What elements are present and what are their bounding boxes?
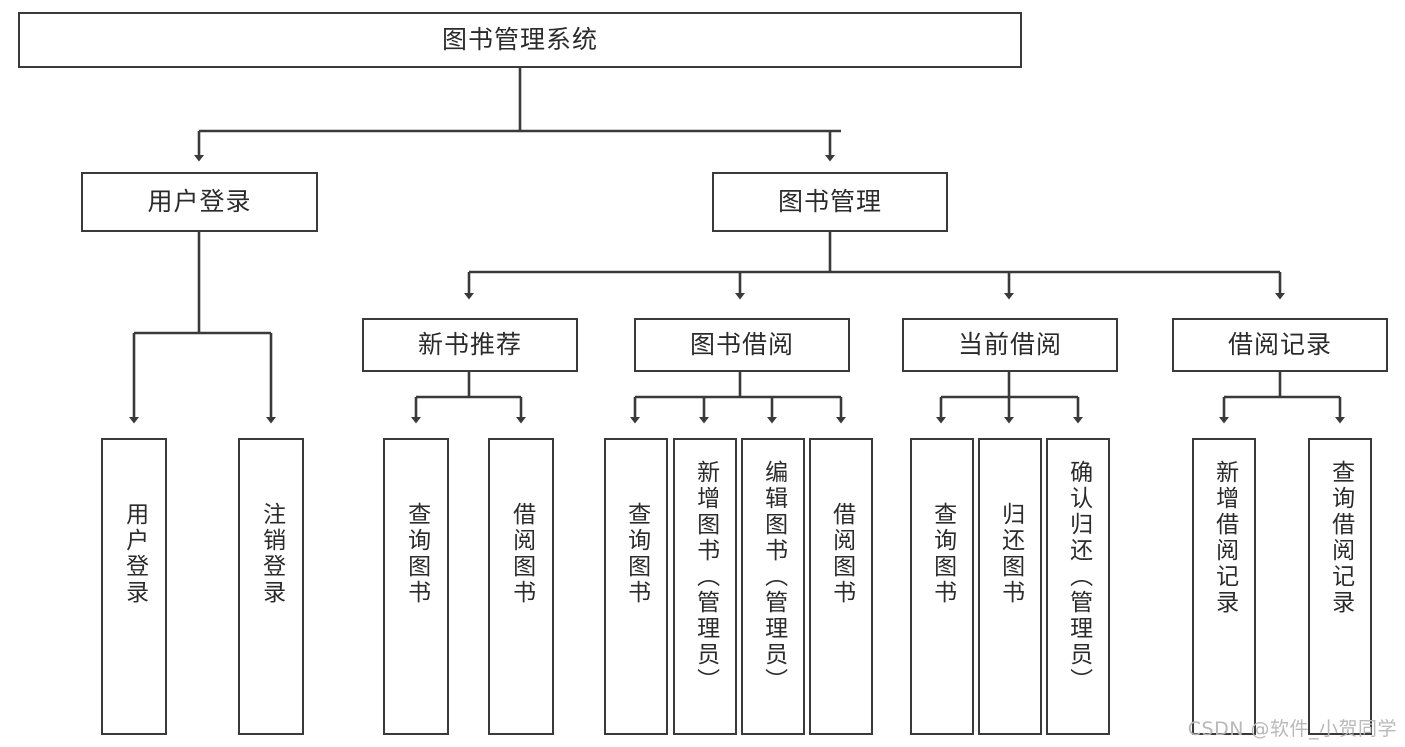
- node-label: 图书借阅: [689, 330, 794, 360]
- node-book-management[interactable]: 图书管理: [712, 172, 948, 232]
- leaf-return-book[interactable]: 归还图书: [978, 438, 1042, 735]
- node-label: 图书管理: [777, 187, 882, 217]
- leaf-label: 新增借阅记录: [1211, 460, 1238, 616]
- leaf-label: 借阅图书: [508, 502, 535, 606]
- node-label: 借阅记录: [1227, 330, 1332, 360]
- leaf-label: 编辑图书（管理员）: [760, 460, 787, 694]
- node-label: 用户登录: [147, 187, 252, 217]
- node-user-login[interactable]: 用户登录: [81, 172, 318, 232]
- leaf-confirm-return[interactable]: 确认归还（管理员）: [1046, 438, 1110, 735]
- leaf-add-book[interactable]: 新增图书（管理员）: [673, 438, 737, 735]
- leaf-label: 注销登录: [258, 502, 285, 606]
- leaf-query-book-borrow[interactable]: 查询图书: [604, 438, 668, 735]
- leaf-query-book-current[interactable]: 查询图书: [910, 438, 974, 735]
- leaf-query-book-recommend[interactable]: 查询图书: [383, 438, 449, 735]
- leaf-edit-book[interactable]: 编辑图书（管理员）: [741, 438, 805, 735]
- node-current-borrow[interactable]: 当前借阅: [902, 318, 1118, 372]
- node-root-system[interactable]: 图书管理系统: [18, 12, 1022, 68]
- leaf-label: 用户登录: [121, 502, 148, 606]
- leaf-add-borrow-record[interactable]: 新增借阅记录: [1192, 438, 1256, 735]
- leaf-logout-login[interactable]: 注销登录: [238, 438, 304, 735]
- node-book-borrow[interactable]: 图书借阅: [634, 318, 850, 372]
- leaf-label: 查询图书: [623, 502, 650, 606]
- node-label: 当前借阅: [957, 330, 1062, 360]
- leaf-borrow-book-borrow[interactable]: 借阅图书: [809, 438, 873, 735]
- node-new-book-recommend[interactable]: 新书推荐: [362, 318, 578, 372]
- leaf-label: 新增图书（管理员）: [692, 460, 719, 694]
- leaf-label: 查询图书: [403, 502, 430, 606]
- leaf-user-login[interactable]: 用户登录: [101, 438, 167, 735]
- leaf-borrow-book-recommend[interactable]: 借阅图书: [488, 438, 554, 735]
- leaf-label: 借阅图书: [828, 502, 855, 606]
- node-label: 新书推荐: [417, 330, 522, 360]
- leaf-label: 查询图书: [929, 502, 956, 606]
- leaf-label: 归还图书: [997, 502, 1024, 606]
- leaf-label: 查询借阅记录: [1327, 460, 1354, 616]
- node-borrow-record[interactable]: 借阅记录: [1172, 318, 1388, 372]
- leaf-query-borrow-record[interactable]: 查询借阅记录: [1308, 438, 1372, 735]
- csdn-watermark: CSDN @软件_小贺同学: [1187, 718, 1397, 740]
- leaf-label: 确认归还（管理员）: [1065, 460, 1092, 694]
- node-label: 图书管理系统: [441, 25, 598, 55]
